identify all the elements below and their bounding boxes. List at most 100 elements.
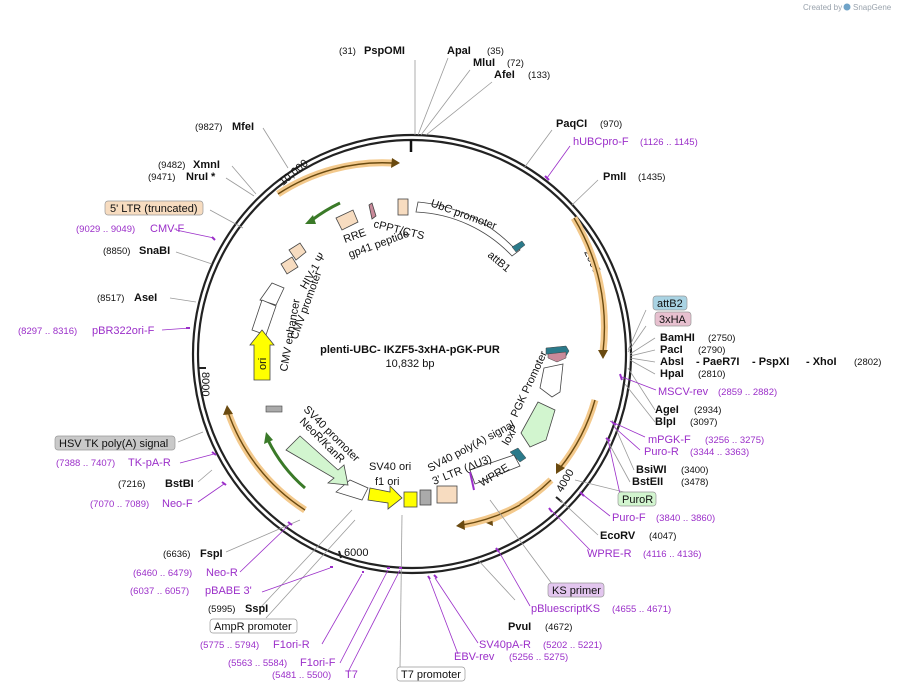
primer-neo-r: Neo-R — [206, 567, 238, 579]
primer-mpgk-f-range: (3256 .. 3275) — [705, 435, 764, 446]
enzyme-afei: AfeI — [494, 69, 515, 81]
green-arc-top — [311, 201, 341, 222]
boxed-5ltr: 5' LTR (truncated) — [104, 200, 204, 216]
primer-hubcpro-f-range: (1126 .. 1145) — [640, 137, 698, 148]
neor-shape — [285, 435, 349, 486]
primer-puro-r: Puro-R — [644, 446, 679, 458]
primer-ebv-rev: EBV-rev — [454, 651, 495, 663]
primer-puro-r-range: (3344 .. 3363) — [690, 447, 749, 458]
wpre-marker — [469, 471, 475, 491]
enzyme-snabi-num: (8850) — [103, 246, 130, 257]
primer-pbabe3-range: (6037 .. 6057) — [130, 586, 189, 597]
boxed-3xha-label: 3xHA — [659, 314, 687, 326]
plasmid-name: plenti-UBC- IKZF5-3xHA-pGK-PUR — [320, 344, 500, 356]
label-sv40-ori: SV40 ori — [369, 461, 411, 473]
ruler-8000: 8000 — [199, 372, 211, 396]
primer-cmv-f: CMV-F — [150, 223, 185, 235]
primer-t7-range: (5481 .. 5500) — [272, 670, 331, 681]
primer-leaders — [161, 145, 657, 673]
enzyme-hpai-num: (2810) — [698, 369, 725, 380]
primer-puro-f: Puro-F — [612, 512, 646, 524]
green-arc-top-head — [305, 215, 316, 224]
enzyme-paqci-num: (970) — [600, 119, 622, 130]
ltr3-shape — [436, 485, 458, 504]
cppt-shape — [397, 198, 409, 216]
pgk-promoter-shape — [539, 363, 564, 398]
enzyme-bsteii-num: (3478) — [681, 477, 708, 488]
enzyme-pvui: PvuI — [508, 621, 531, 633]
enzyme-blpi: BlpI — [655, 416, 676, 428]
enzyme-agei: AgeI — [655, 404, 679, 416]
boxed-hsv-tk: HSV TK poly(A) signal — [54, 435, 176, 451]
credit-prefix: Created by — [803, 3, 842, 12]
green-arc-left — [266, 439, 306, 490]
boxed-5ltr-label: 5' LTR (truncated) — [110, 203, 197, 215]
enzyme-ecorv: EcoRV — [600, 530, 636, 542]
orf-arc-mid — [559, 399, 596, 469]
primer-cmv-f-range: (9029 .. 9049) — [76, 224, 135, 235]
orf-arc-bottom — [461, 504, 521, 526]
enzyme-bamhi: BamHI — [660, 332, 695, 344]
puror-shape — [520, 401, 556, 448]
boxed-ampr-promoter: AmpR promoter — [209, 618, 298, 634]
boxed-attb2-label: attB2 — [657, 298, 683, 310]
enzyme-nrui: NruI * — [186, 171, 216, 183]
enzyme-bsiwi: BsiWI — [636, 464, 667, 476]
enzyme-pspomi: PspOMI — [364, 45, 405, 57]
enzyme-mfei-num: (9827) — [195, 122, 222, 133]
orf-arc-mid-hl — [557, 399, 599, 471]
primer-hubcpro-f: hUBCpro-F — [573, 136, 629, 148]
enzyme-paci-num: (2790) — [698, 345, 725, 356]
primer-f1ori-f-range: (5563 .. 5584) — [228, 658, 287, 669]
plasmid-size: 10,832 bp — [386, 358, 435, 370]
enzyme-xhoi: - XhoI — [806, 356, 837, 368]
loxp-shape — [509, 447, 527, 463]
enzyme-snabi: SnaBI — [139, 245, 170, 257]
primer-neo-f: Neo-F — [162, 498, 193, 510]
primer-pbr322ori-f-range: (8297 .. 8316) — [18, 326, 77, 337]
enzyme-fspi-num: (6636) — [163, 549, 190, 560]
enzyme-bsiwi-num: (3400) — [681, 465, 708, 476]
boxed-puror: PuroR — [617, 491, 657, 507]
snapgene-logo-icon — [843, 3, 851, 11]
enzyme-xmni: XmnI — [193, 159, 220, 171]
sv40pa-shape — [419, 489, 432, 506]
rre-shape — [335, 209, 359, 231]
primer-mscv-rev-range: (2859 .. 2882) — [718, 387, 777, 398]
cmv-enhancer-shape — [251, 299, 277, 336]
enzyme-bstbi-num: (7216) — [118, 479, 145, 490]
hiv-psi-shape-1 — [288, 242, 307, 261]
enzyme-agei-num: (2934) — [694, 405, 721, 416]
sv40ori-shape — [403, 491, 418, 508]
primer-pbluescriptks-range: (4655 .. 4671) — [612, 604, 671, 615]
ruler-6000: 6000 — [344, 547, 368, 559]
ubc-promoter-shape — [415, 201, 521, 257]
primer-wpre-r-range: (4116 .. 4136) — [643, 549, 701, 560]
backbone-outer — [191, 133, 633, 575]
enzyme-afei-num: (133) — [528, 70, 550, 81]
primer-neo-f-range: (7070 .. 7089) — [90, 499, 149, 510]
enzyme-bstbi: BstBI — [165, 478, 194, 490]
primer-mpgk-f: mPGK-F — [648, 434, 691, 446]
enzyme-mlui-num: (72) — [507, 58, 524, 69]
boxed-3xha: 3xHA — [654, 311, 692, 327]
enzyme-paer7i: - PaeR7I — [696, 356, 739, 368]
enzyme-pmli-num: (1435) — [638, 172, 665, 183]
boxed-t7-promoter-label: T7 promoter — [401, 669, 461, 681]
enzyme-apai: ApaI — [447, 45, 471, 57]
enzyme-absi-num: (2802) — [854, 357, 881, 368]
boxed-attb2: attB2 — [652, 295, 688, 311]
enzyme-mfei: MfeI — [232, 121, 254, 133]
enzyme-absi: AbsI — [660, 356, 684, 368]
boxed-ks-primer-label: KS primer — [552, 585, 601, 597]
boxed-hsv-tk-label: HSV TK poly(A) signal — [59, 438, 168, 450]
orf-arc-left — [227, 411, 306, 511]
enzyme-pspomi-num: (31) — [339, 46, 356, 57]
enzyme-paci: PacI — [660, 344, 683, 356]
primer-sv40pa-r-range: (5202 .. 5221) — [543, 640, 602, 651]
enzyme-pmli: PmlI — [603, 171, 626, 183]
primer-mscv-rev: MSCV-rev — [658, 386, 709, 398]
enzyme-ecorv-num: (4047) — [649, 531, 676, 542]
enzyme-asei: AseI — [134, 292, 157, 304]
orf-arc-right — [573, 217, 606, 353]
